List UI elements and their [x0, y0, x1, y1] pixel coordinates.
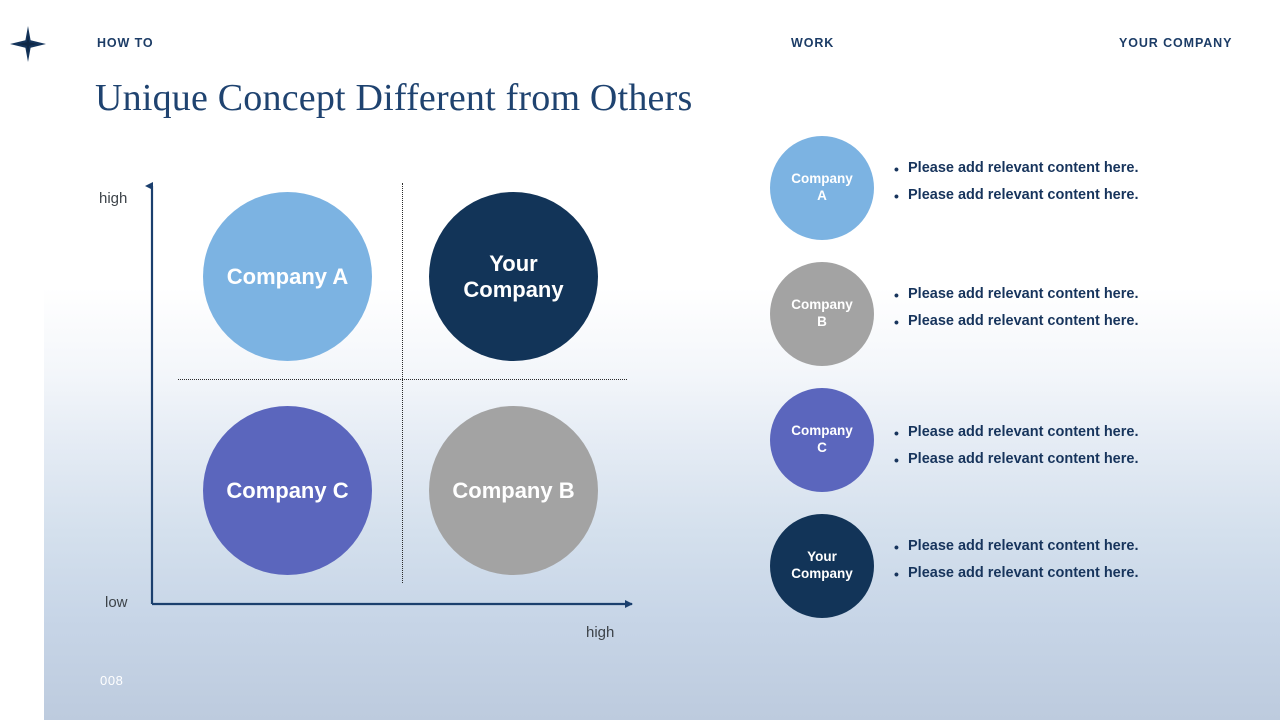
legend-bullet-text: Please add relevant content here.	[908, 538, 1139, 554]
matrix-bubble-label: Company B	[452, 477, 575, 503]
matrix-bubble-company-b[interactable]: Company B	[429, 406, 598, 575]
legend-bullet-text: Please add relevant content here.	[908, 564, 1139, 581]
bullet-point-icon: •	[894, 451, 899, 468]
x-axis-high-label: high	[586, 624, 615, 641]
legend-bullet-list: • Please add relevant content here. • Pleas…	[894, 160, 1274, 214]
legend-bullet-text: Please add relevant content here.	[908, 160, 1139, 176]
header-label-work: WORK	[791, 36, 835, 50]
matrix-axes	[145, 182, 633, 608]
slide-left-margin	[0, 0, 44, 720]
legend-bullet-item: • Please add relevant content here.	[894, 565, 1274, 584]
legend-bullet-list: • Please add relevant content here. • Pleas…	[894, 286, 1274, 340]
bullet-point-icon: •	[894, 187, 899, 204]
matrix-bubble-company-c[interactable]: Company C	[203, 406, 372, 575]
bullet-point-icon: •	[894, 161, 899, 177]
header-label-your-company: YOUR COMPANY	[1119, 36, 1233, 50]
sparkle-icon	[8, 24, 48, 64]
matrix-bubble-label: Company A	[226, 263, 349, 289]
legend-bullet-item: • Please add relevant content here.	[894, 538, 1274, 557]
bullet-point-icon: •	[894, 287, 899, 303]
legend-bullet-item: • Please add relevant content here.	[894, 160, 1274, 179]
bullet-point-icon: •	[894, 539, 899, 555]
legend-bullet-text: Please add relevant content here.	[908, 286, 1139, 302]
matrix-bubble-label: Company C	[226, 477, 349, 503]
legend-bullet-item: • Please add relevant content here.	[894, 451, 1274, 470]
legend-bullet-item: • Please add relevant content here.	[894, 313, 1274, 332]
bullet-point-icon: •	[894, 425, 899, 441]
bullet-point-icon: •	[894, 313, 899, 330]
legend-bullet-list: • Please add relevant content here. • Pleas…	[894, 424, 1274, 478]
page-number: 008	[100, 673, 124, 688]
legend-bullet-list: • Please add relevant content here. • Pleas…	[894, 538, 1274, 592]
legend-bullet-item: • Please add relevant content here.	[894, 424, 1274, 443]
legend-bullet-text: Please add relevant content here.	[908, 186, 1139, 203]
legend-bullet-text: Please add relevant content here.	[908, 424, 1139, 440]
y-axis-low-label: low	[105, 594, 128, 611]
legend-bullet-text: Please add relevant content here.	[908, 312, 1139, 329]
matrix-bubble-company-a[interactable]: Company A	[203, 192, 372, 361]
legend-bullet-text: Please add relevant content here.	[908, 450, 1139, 467]
y-axis-high-label: high	[99, 190, 128, 207]
slide-background-gradient	[44, 0, 1280, 720]
bullet-point-icon: •	[894, 565, 899, 582]
header-label-how-to: HOW TO	[97, 36, 154, 50]
quadrant-divider-vertical	[402, 183, 403, 583]
page-title: Unique Concept Different from Others	[95, 77, 693, 119]
legend-bullet-item: • Please add relevant content here.	[894, 187, 1274, 206]
legend-bullet-item: • Please add relevant content here.	[894, 286, 1274, 305]
